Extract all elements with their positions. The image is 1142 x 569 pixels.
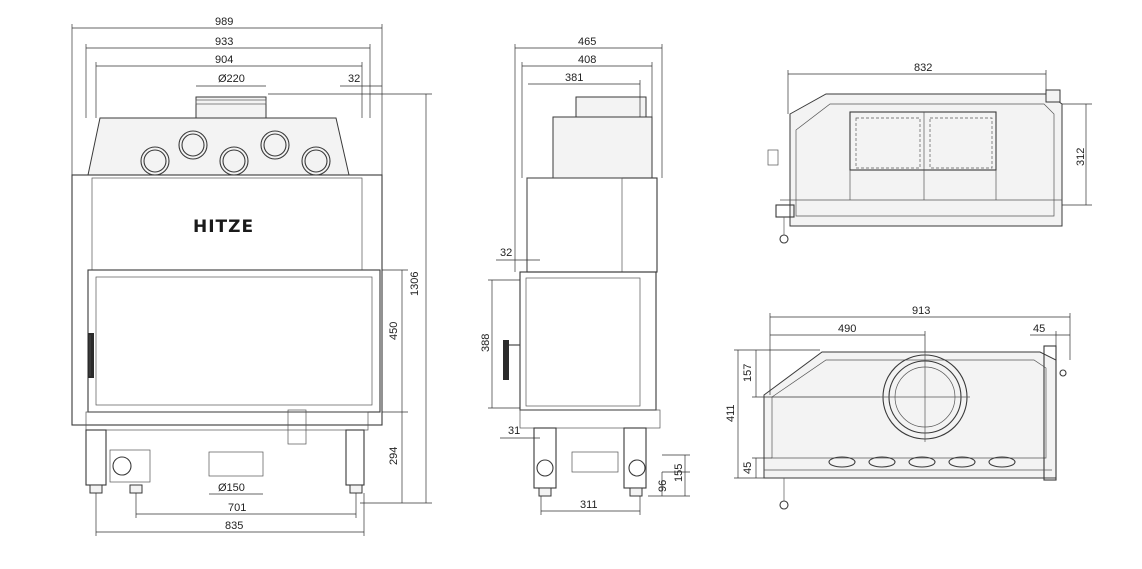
dim-465: 465 <box>578 36 596 48</box>
side-dimensions: 465 408 381 32 388 31 311 96 155 <box>480 36 690 515</box>
side-view <box>503 96 661 497</box>
dim-490: 490 <box>838 323 856 335</box>
front-dimensions: 989 933 904 Ø220 32 1306 450 294 Ø150 70… <box>71 16 432 536</box>
dim-388: 388 <box>480 334 492 352</box>
dim-411: 411 <box>725 404 737 422</box>
bottom-view <box>763 345 1067 510</box>
dim-294: 294 <box>388 447 400 465</box>
dim-45-right: 45 <box>1033 323 1045 335</box>
dim-31: 31 <box>508 425 520 437</box>
dim-1306: 1306 <box>409 272 421 296</box>
dim-450: 450 <box>388 322 400 340</box>
outlet-icon <box>178 130 208 160</box>
dim-312: 312 <box>1075 148 1087 166</box>
dim-150: Ø150 <box>218 482 245 494</box>
dim-155: 155 <box>673 464 685 482</box>
bottom-dimensions: 913 490 45 411 157 45 <box>725 305 1071 479</box>
dim-32-side: 32 <box>500 247 512 259</box>
dim-157: 157 <box>742 364 754 382</box>
dim-408: 408 <box>578 54 596 66</box>
door-handle <box>88 333 94 378</box>
top-dimensions: 832 312 <box>787 62 1092 206</box>
dim-835: 835 <box>225 520 243 532</box>
dim-311: 311 <box>580 499 598 511</box>
dim-832: 832 <box>914 62 932 74</box>
dim-381: 381 <box>565 72 583 84</box>
dim-913: 913 <box>912 305 930 317</box>
dim-32-front: 32 <box>348 73 360 85</box>
front-view: HITZE <box>71 96 383 494</box>
dim-45-front: 45 <box>742 462 754 474</box>
dim-933: 933 <box>215 36 233 48</box>
outlet-icon <box>260 130 290 160</box>
dim-989: 989 <box>215 16 233 28</box>
dim-701: 701 <box>228 502 246 514</box>
brand-logo: HITZE <box>193 217 254 237</box>
dim-96: 96 <box>657 480 669 492</box>
top-view <box>767 89 1063 244</box>
dim-flue: Ø220 <box>218 73 245 85</box>
dim-904: 904 <box>215 54 233 66</box>
